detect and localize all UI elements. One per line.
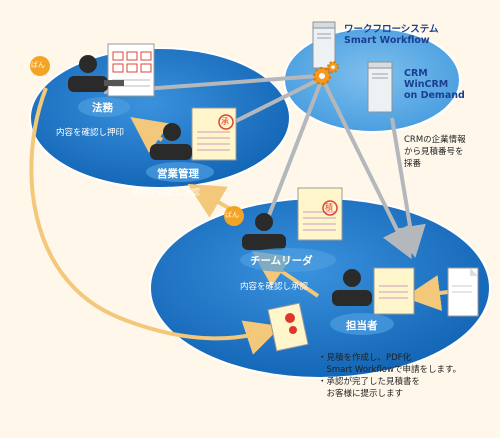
crm-note-line: 採番 — [404, 159, 422, 169]
staff-note-line: ・見積を作成し、PDF化 — [318, 353, 412, 363]
legal-stamp-text: ばん — [31, 61, 45, 69]
blank-document-icon — [447, 267, 479, 317]
staff-note-line: お客様に提示します — [318, 389, 404, 399]
staff-person-icon — [332, 269, 372, 306]
crm-note: CRMの企業情報 から見積番号を 採番 — [404, 134, 466, 170]
staff-document-icon — [373, 267, 415, 315]
sales-label-bg — [146, 162, 214, 182]
crm-line2: WinCRM — [404, 79, 449, 90]
legal-stamp-badge — [30, 56, 50, 76]
team-leader-label: チームリーダ — [250, 255, 313, 267]
legal-action: 内容を確認し押印 — [56, 128, 125, 138]
sales-stamp-text: 承 — [221, 117, 229, 126]
team-stamp-text: 積 — [325, 203, 333, 212]
team-leader-action: 内容を確認し承認 — [240, 282, 309, 292]
crm-note-line: CRMの企業情報 — [404, 135, 466, 145]
crm-system-title: CRM WinCRM on Demand — [404, 68, 465, 101]
staff-notes: ・見積を作成し、PDF化 Smart Workflowで申請をします。 ・承認が… — [318, 352, 461, 400]
leader-stamp-text: ばん — [225, 211, 239, 219]
pdf-document-icon — [267, 302, 309, 352]
staff-label: 担当者 — [346, 320, 378, 332]
workflow-server-icon — [312, 21, 336, 69]
workflow-title: ワークフローシステム — [344, 24, 439, 35]
crm-line1: CRM — [404, 68, 428, 79]
crm-note-line: から見積番号を — [404, 147, 464, 157]
leader-person-icon — [242, 213, 286, 250]
legal-document-icon — [107, 43, 155, 97]
leader-label-bg — [240, 248, 336, 272]
team-document-icon — [297, 187, 343, 241]
sales-document-icon — [191, 107, 237, 161]
sales-person-icon — [150, 123, 192, 160]
legal-person-icon — [68, 55, 124, 92]
workflow-system-title: ワークフローシステム Smart Workflow — [344, 24, 439, 46]
staff-note-line: Smart Workflowで申請をします。 — [318, 365, 462, 375]
staff-note-line: ・承認が完了した見積書を — [318, 377, 421, 387]
workflow-subtitle: Smart Workflow — [344, 35, 430, 46]
sales-mgmt-label: 営業管理 — [157, 168, 199, 180]
sales-mgmt-action: 内容を確認し承認 — [132, 188, 201, 198]
crm-line3: on Demand — [404, 90, 465, 101]
staff-label-bg — [330, 313, 394, 335]
legal-label-bg — [78, 97, 130, 117]
crm-server-icon — [367, 61, 393, 113]
legal-label: 法務 — [92, 102, 113, 114]
leader-stamp-badge — [224, 206, 244, 226]
gear-icon — [313, 61, 339, 85]
